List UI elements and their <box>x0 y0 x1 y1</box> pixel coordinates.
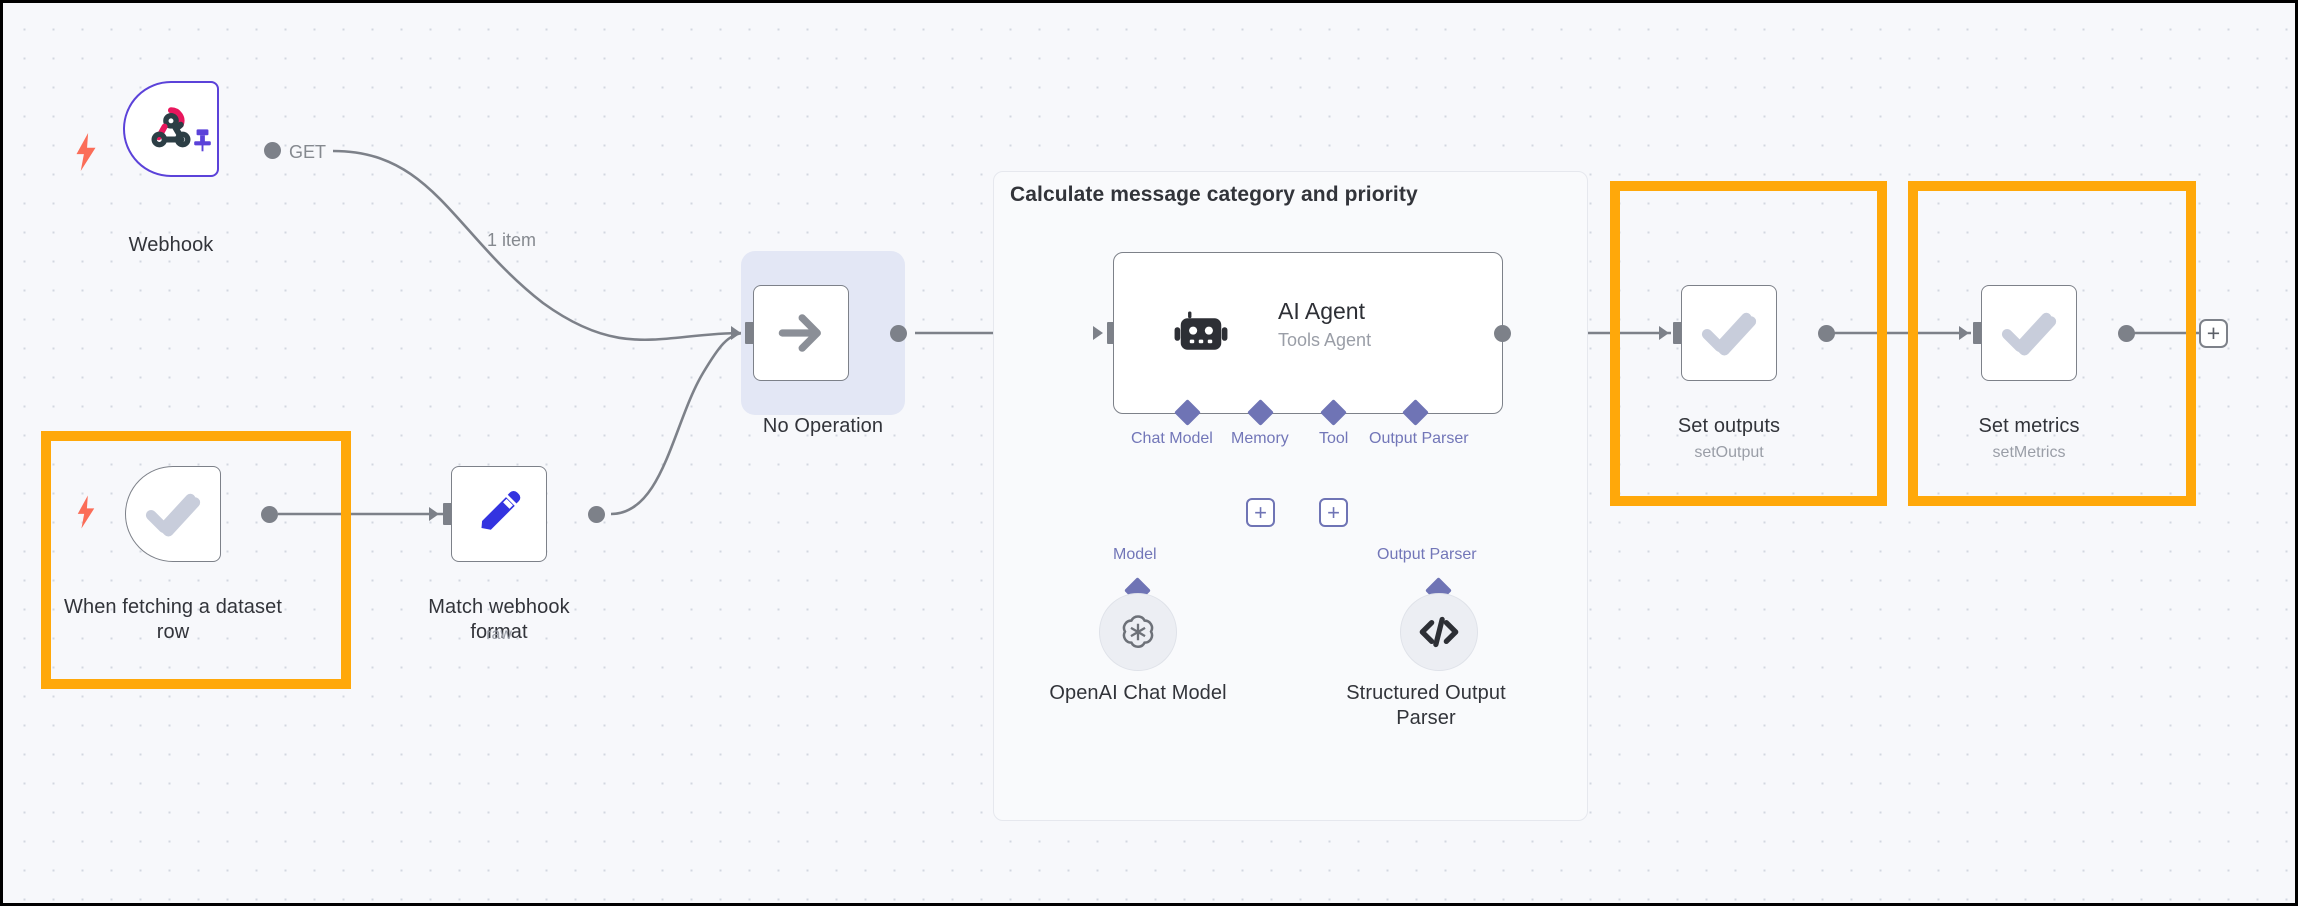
highlight-box-set-metrics <box>1908 181 2196 506</box>
robot-icon <box>1174 307 1228 366</box>
set-outputs-input-port[interactable] <box>1673 322 1682 344</box>
set-outputs-input-arrow <box>1659 326 1669 340</box>
match-webhook-format-output-port[interactable] <box>588 506 605 523</box>
group-title: Calculate message category and priority <box>1010 183 1418 206</box>
node-openai-chat-model-circle[interactable] <box>1099 593 1177 671</box>
openai-icon <box>1122 615 1154 648</box>
set-metrics-input-arrow <box>1959 326 1969 340</box>
node-subtitle-match-webhook-format: raw <box>486 626 512 643</box>
arrow-right-icon <box>778 314 821 352</box>
ai-agent-input-port[interactable] <box>1107 322 1116 344</box>
lightning-bolt-icon <box>75 495 97 529</box>
no-operation-input-arrow <box>731 326 741 340</box>
add-next-node-button[interactable]: + <box>2199 319 2228 348</box>
double-check-icon <box>2001 312 2057 356</box>
node-webhook-box[interactable] <box>123 81 219 177</box>
node-label-webhook: Webhook <box>128 234 214 256</box>
connection-label-model: Model <box>1113 546 1157 563</box>
ai-agent-port-label-chat-model: Chat Model <box>1131 430 1213 447</box>
node-label-match-webhook-format: Match webhook format <box>428 596 570 643</box>
pin-icon[interactable] <box>193 128 212 157</box>
node-set-outputs-box[interactable] <box>1681 285 1777 381</box>
ai-agent-input-arrow <box>1093 326 1103 340</box>
connection-label-output-parser: Output Parser <box>1377 546 1477 563</box>
ai-agent-title: AI Agent <box>1278 298 1365 324</box>
node-label-openai-chat-model: OpenAI Chat Model <box>1049 682 1227 704</box>
node-label-no-operation: No Operation <box>762 415 884 437</box>
node-label-set-metrics: Set metrics <box>1978 415 2080 437</box>
ai-agent-port-label-output-parser: Output Parser <box>1369 430 1469 447</box>
edge-label-webhook-items: 1 item <box>487 230 537 250</box>
when-fetching-a-dataset-row-output-port[interactable] <box>261 506 278 523</box>
lightning-bolt-icon <box>73 133 99 171</box>
set-metrics-output-port[interactable] <box>2118 325 2135 342</box>
webhook-output-port[interactable] <box>264 142 281 159</box>
edge-label-webhook-method: GET <box>289 142 327 162</box>
pencil-icon <box>481 490 521 530</box>
add-memory-button[interactable]: + <box>1246 498 1275 527</box>
match-webhook-format-input-port[interactable] <box>443 503 452 525</box>
match-webhook-format-input-arrow <box>429 507 439 521</box>
node-when-fetching-a-dataset-row-box[interactable] <box>125 466 221 562</box>
node-label-when-fetching-a-dataset-row: When fetching a dataset row <box>64 596 282 643</box>
ai-agent-subtitle: Tools Agent <box>1278 330 1372 350</box>
webhook-icon <box>151 107 191 148</box>
node-subtitle-set-metrics: setMetrics <box>1992 444 2066 461</box>
node-ai-agent-box[interactable]: AI Agent Tools Agent <box>1113 252 1503 414</box>
node-set-metrics-box[interactable] <box>1981 285 2077 381</box>
no-operation-output-port[interactable] <box>890 325 907 342</box>
ai-agent-output-port[interactable] <box>1494 325 1511 342</box>
double-check-icon <box>1701 312 1757 356</box>
no-operation-input-port[interactable] <box>745 322 754 344</box>
node-label-set-outputs: Set outputs <box>1677 415 1781 437</box>
node-subtitle-set-outputs: setOutput <box>1694 444 1764 461</box>
add-tool-button[interactable]: + <box>1319 498 1348 527</box>
ai-agent-port-label-tool: Tool <box>1319 430 1349 447</box>
node-structured-output-parser-circle[interactable] <box>1400 593 1478 671</box>
highlight-box-set-outputs <box>1610 181 1887 506</box>
set-metrics-input-port[interactable] <box>1973 322 1982 344</box>
double-check-icon <box>145 493 201 537</box>
set-outputs-output-port[interactable] <box>1818 325 1835 342</box>
highlight-box-when-fetching-a-dataset-row <box>41 431 351 689</box>
node-match-webhook-format-box[interactable] <box>451 466 547 562</box>
node-label-structured-output-parser: Structured Output Parser <box>1346 682 1506 729</box>
ai-agent-port-label-memory: Memory <box>1231 430 1289 447</box>
code-brackets-icon <box>1419 616 1459 648</box>
node-no-operation-box[interactable] <box>753 285 849 381</box>
